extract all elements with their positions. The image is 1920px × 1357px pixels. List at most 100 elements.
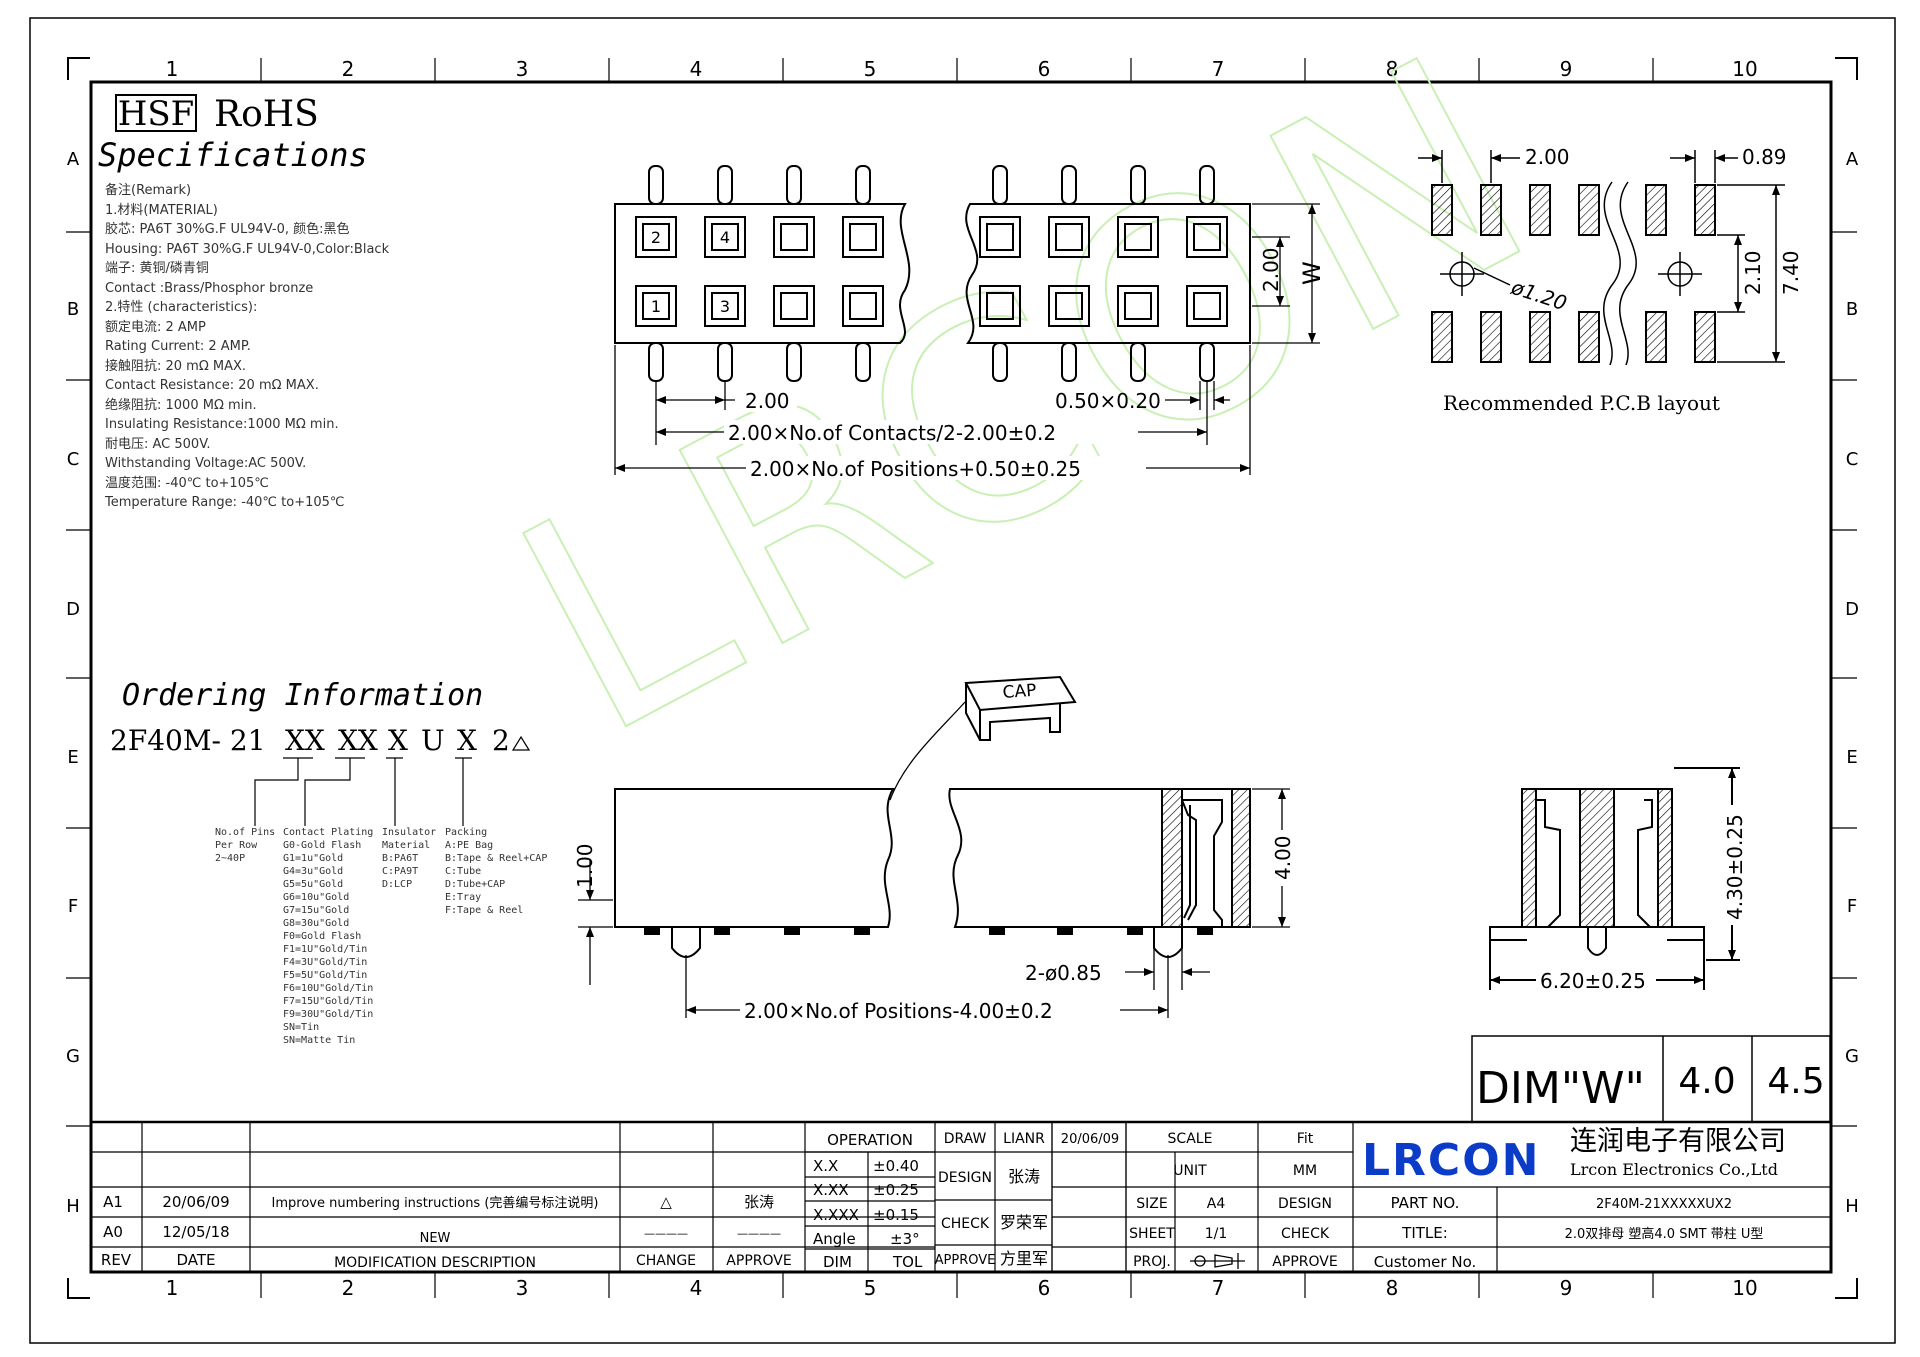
- dim-bg: [740, 998, 1120, 1022]
- sheet-info: SCALE Fit UNIT MM SIZE A4 DESIGN SHEET 1…: [1129, 1131, 1338, 1270]
- pin-number-labels: 2 4 1 3: [651, 228, 730, 316]
- spec-line: 绝缘阻抗: 1000 MΩ min.: [105, 397, 257, 413]
- operation-footer: TOL: [892, 1253, 923, 1271]
- ordering-option: G7=15u"Gold: [283, 905, 349, 916]
- rev-change: ————: [644, 1227, 688, 1240]
- rev-approve: 张涛: [744, 1193, 774, 1211]
- end-view: [1489, 767, 1740, 990]
- spec-line: 温度范围: -40℃ to+105℃: [105, 475, 269, 491]
- zone-label: 4: [690, 57, 703, 81]
- zone-label: E: [1846, 747, 1857, 768]
- size-label: SIZE: [1136, 1196, 1167, 1212]
- ordering-option: F:Tape & Reel: [445, 905, 523, 916]
- zone-label: F: [1847, 896, 1857, 917]
- pcb-pads: [1431, 184, 1716, 363]
- ordering-segment: X: [388, 724, 408, 757]
- ordering-option: SN=Matte Tin: [283, 1035, 355, 1046]
- ordering-option: G4=3u"Gold: [283, 866, 343, 877]
- pcb-arrows: [1432, 154, 1780, 362]
- spec-line: 接触阻抗: 20 mΩ MAX.: [105, 358, 246, 374]
- dim-pitch: 2.00: [745, 389, 790, 413]
- ordering-option: Insulator: [382, 827, 436, 838]
- dim-bg: [1536, 968, 1656, 992]
- ordering-option: A:PE Bag: [445, 840, 493, 851]
- spec-line: Contact Resistance: 20 mΩ MAX.: [105, 378, 319, 393]
- rev-code: A0: [103, 1223, 123, 1241]
- side-view-post-right: [1153, 927, 1183, 958]
- pcb-break-line: [1618, 181, 1637, 366]
- ordering-option: Material: [382, 840, 430, 851]
- zone-label: 6: [1038, 1276, 1051, 1300]
- design-name: 张涛: [1008, 1167, 1040, 1186]
- cap-leader: [889, 701, 966, 801]
- top-view-pins: [648, 165, 1215, 382]
- ordering-option: G1=1u"Gold: [283, 853, 343, 864]
- zone-labels-left: A B C D E F G H: [66, 149, 80, 1217]
- zone-label: D: [1845, 599, 1859, 620]
- ordering-option: F1=1U"Gold/Tin: [283, 944, 367, 955]
- zone-label: 8: [1386, 57, 1399, 81]
- check-label: CHECK: [941, 1216, 990, 1232]
- ordering-option: Packing: [445, 827, 487, 838]
- spec-line: 胶芯: PA6T 30%G.F UL94V-0, 颜色:黑色: [105, 221, 350, 237]
- zone-label: 7: [1212, 57, 1225, 81]
- zone-label: 2: [342, 1276, 355, 1300]
- zone-label: C: [1846, 449, 1859, 470]
- operation-dim: X.XXX: [813, 1206, 859, 1224]
- customer-no-label: Customer No.: [1374, 1253, 1477, 1271]
- end-dim-height: 4.30±0.25: [1723, 814, 1747, 920]
- operation-dim: X.XX: [813, 1181, 849, 1199]
- side-view-body-left: [614, 788, 895, 928]
- dim-table-value: 4.5: [1767, 1061, 1824, 1102]
- corner-marks: [67, 57, 1858, 1299]
- ordering-option: G8=30u"Gold: [283, 918, 349, 929]
- end-view-contact: [1637, 799, 1653, 928]
- inner-frame: [89, 80, 1833, 1274]
- dim-contacts: 2.00×No.of Contacts/2-2.00±0.2: [728, 421, 1056, 445]
- zone-label: 9: [1560, 57, 1573, 81]
- zone-label: H: [1845, 1196, 1859, 1217]
- approve-name: 方里军: [1000, 1249, 1048, 1268]
- operation-tol: ±0.15: [873, 1206, 919, 1224]
- people-table: DRAW LIANR 20/06/09 DESIGN 张涛 CHECK 罗荣军 …: [935, 1131, 1120, 1268]
- zone-label: B: [67, 299, 79, 320]
- zone-ticks: [66, 58, 1857, 1298]
- side-view: [614, 675, 1251, 958]
- zone-label: F: [68, 896, 78, 917]
- check-label-2: CHECK: [1281, 1226, 1330, 1242]
- zone-label: 10: [1732, 1276, 1757, 1300]
- dim-bg: [746, 456, 1146, 480]
- ordering-code: 2F40M- 21 XX XX X U X 2: [110, 724, 510, 757]
- outer-border: [29, 17, 1896, 1344]
- ordering-option: Contact Plating: [283, 827, 373, 838]
- ordering-option: G6=10u"Gold: [283, 892, 349, 903]
- top-view-body-right: [965, 203, 1251, 344]
- rohs-label: RoHS: [214, 94, 319, 135]
- zone-label: H: [66, 1196, 80, 1217]
- end-view-tail-right: [1667, 926, 1705, 941]
- ordering-option: D:LCP: [382, 879, 412, 890]
- hsf-box: [115, 94, 197, 132]
- revision-table: A1 20/06/09 Improve numbering instructio…: [101, 1193, 792, 1271]
- rev-description: Improve numbering instructions (完善编号标注说明…: [272, 1195, 599, 1211]
- zone-label: G: [1845, 1046, 1859, 1067]
- side-view-post-left: [671, 927, 701, 958]
- side-dim-positions: 2.00×No.of Positions-4.00±0.2: [744, 999, 1053, 1023]
- side-view-contact-inner: [1181, 799, 1197, 921]
- side-dim-post: 2-ø0.85: [1025, 961, 1102, 985]
- zone-label: 1: [166, 1276, 179, 1300]
- zone-label: 2: [342, 57, 355, 81]
- rev-date: 20/06/09: [162, 1193, 229, 1211]
- rev-approve: ————: [737, 1227, 781, 1240]
- company-name-cn: 连润电子有限公司: [1570, 1126, 1786, 1157]
- dim-bg: [735, 388, 797, 412]
- title-block-grid: [91, 1120, 1831, 1272]
- side-dim-body: 4.00: [1271, 835, 1295, 880]
- ordering-option: C:Tube: [445, 866, 481, 877]
- part-info: PART NO. 2F40M-21XXXXXUX2 TITLE: 2.0双排母 …: [1374, 1194, 1764, 1271]
- rev-date: 12/05/18: [162, 1223, 229, 1241]
- hsf-label: HSF: [118, 94, 195, 134]
- zone-label: 5: [864, 1276, 877, 1300]
- design-label-2: DESIGN: [1278, 1196, 1332, 1212]
- spec-line: Insulating Resistance:1000 MΩ min.: [105, 417, 339, 432]
